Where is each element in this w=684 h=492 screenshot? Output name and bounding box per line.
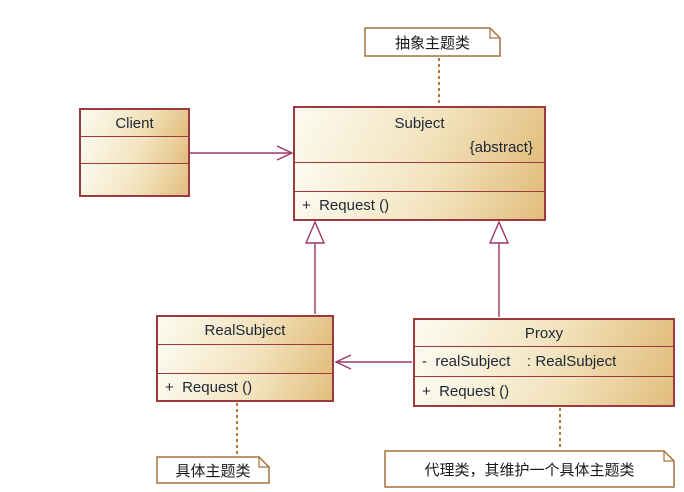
attributes-compartment [81, 136, 188, 163]
class-realsubject[interactable]: RealSubject + Request () [156, 315, 334, 402]
class-name: RealSubject [204, 322, 286, 339]
operation-request: + Request () [302, 197, 390, 214]
class-name-compartment: RealSubject [158, 317, 332, 344]
class-name: Subject [394, 115, 445, 132]
hollow-triangle-icon [488, 220, 510, 244]
note-shape-icon [156, 456, 270, 484]
association-proxy-to-realsubject [334, 354, 412, 370]
note-text: 代理类，其维护一个具体主题类 [424, 461, 635, 479]
class-proxy[interactable]: Proxy - realSubject : RealSubject + Requ… [413, 318, 675, 407]
class-name-compartment: Client [81, 110, 188, 136]
attributes-compartment: - realSubject : RealSubject [415, 346, 673, 376]
operations-compartment [81, 163, 188, 195]
note-concrete-subject[interactable]: 具体主题类 [156, 456, 270, 484]
operations-compartment: + Request () [415, 376, 673, 405]
operation-request: + Request () [422, 382, 510, 400]
open-arrowhead-icon [334, 354, 352, 370]
class-name: Client [115, 114, 154, 132]
class-subject[interactable]: Subject {abstract} + Request () [293, 106, 546, 221]
abstract-stereotype: {abstract} [469, 139, 533, 156]
generalization-proxy-to-subject [488, 220, 510, 317]
generalization-realsubject-to-subject [304, 220, 326, 314]
operation-request: + Request () [165, 378, 253, 396]
attributes-compartment [295, 162, 544, 191]
class-client[interactable]: Client [79, 108, 190, 197]
attribute-realsubject: - realSubject : RealSubject [422, 353, 617, 370]
note-abstract-subject[interactable]: 抽象主题类 [364, 27, 501, 57]
attributes-compartment [158, 344, 332, 373]
operations-compartment: + Request () [295, 191, 544, 219]
note-shape-icon [384, 450, 675, 488]
note-shape-icon [364, 27, 501, 57]
association-client-to-subject [190, 145, 294, 161]
open-arrowhead-icon [276, 145, 294, 161]
hollow-triangle-icon [304, 220, 326, 244]
class-name-compartment: Proxy [415, 320, 673, 346]
class-name-compartment: Subject {abstract} [295, 108, 544, 162]
class-name: Proxy [524, 324, 564, 342]
note-proxy-description[interactable]: 代理类，其维护一个具体主题类 [384, 450, 675, 488]
note-text: 抽象主题类 [394, 34, 470, 52]
operations-compartment: + Request () [158, 373, 332, 400]
note-text: 具体主题类 [175, 462, 251, 480]
